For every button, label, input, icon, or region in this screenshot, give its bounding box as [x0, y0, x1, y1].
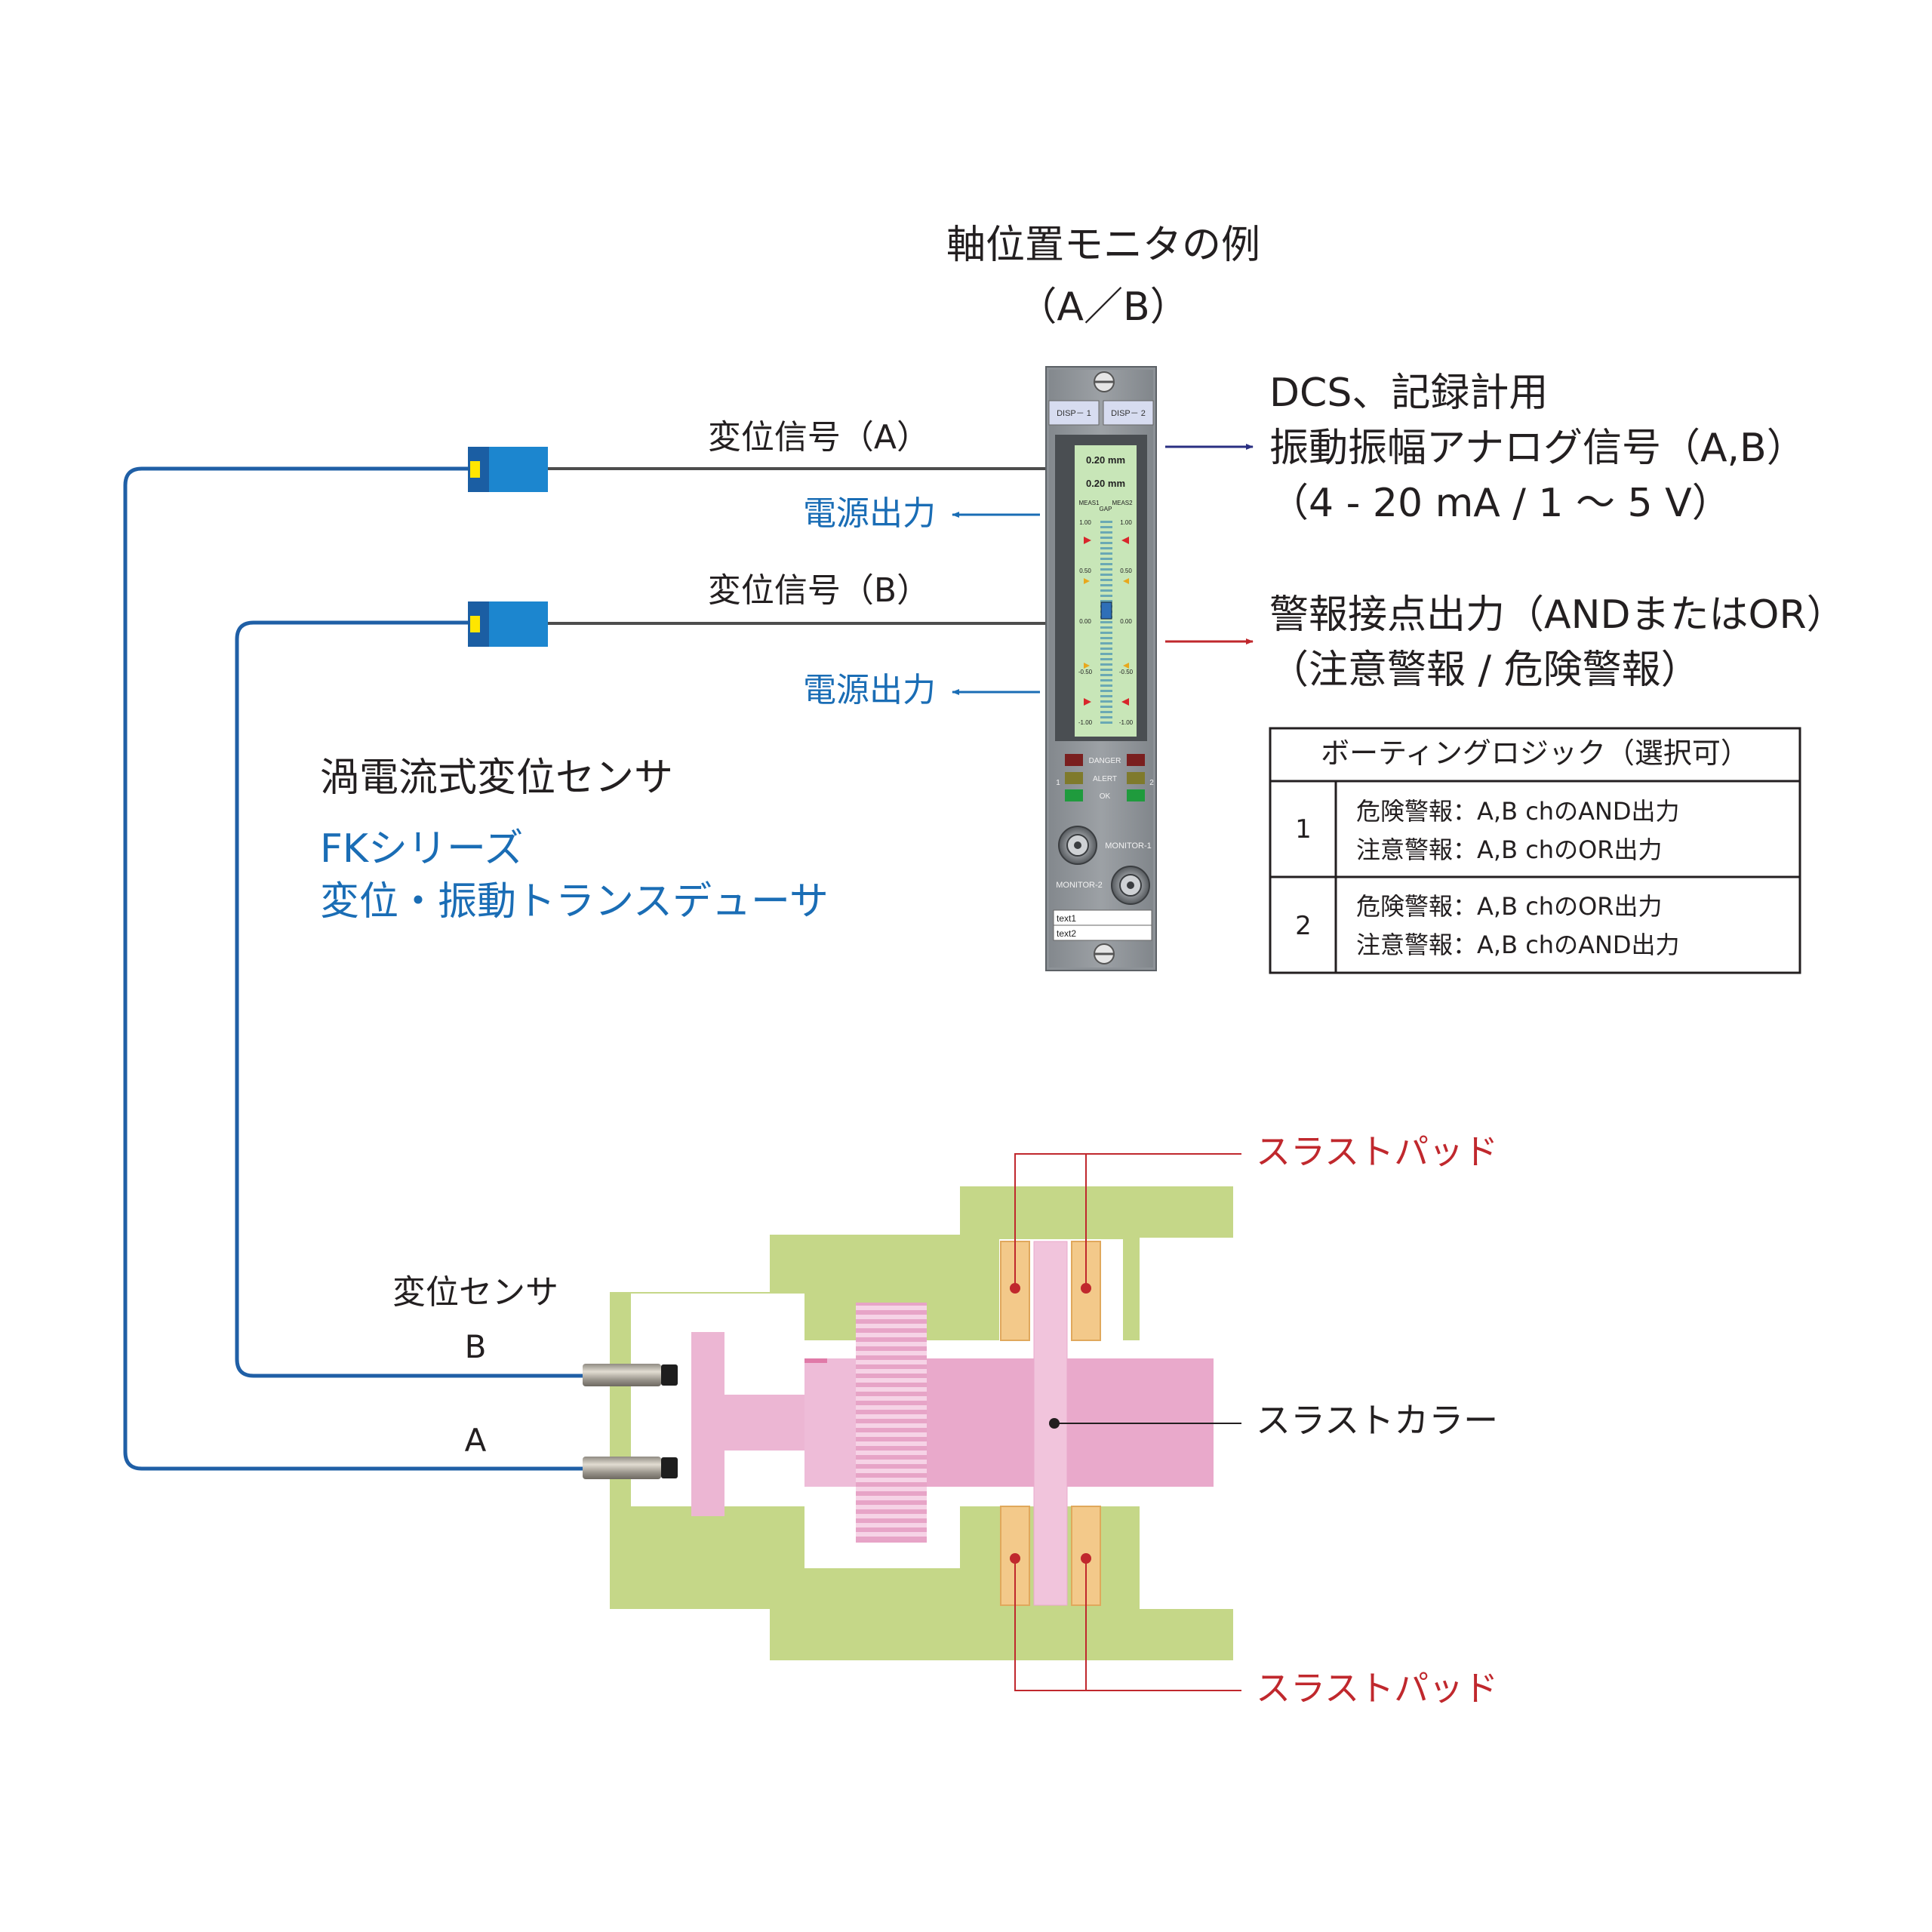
status-leds — [1065, 754, 1145, 801]
danger-setpoint-markers — [1084, 537, 1129, 706]
alarm-output-line1: 警報接点出力（ANDまたはOR） — [1269, 592, 1846, 638]
svg-text:1.00: 1.00 — [1079, 519, 1091, 526]
svg-text:-1.00: -1.00 — [1119, 719, 1134, 726]
svg-text:0.50: 0.50 — [1079, 568, 1091, 574]
lcd-scale-left: 1.00 0.50 0.00 -0.50 -1.00 — [1078, 519, 1093, 726]
analog-output-line3: （4 - 20 mA / 1 ～ 5 V） — [1269, 481, 1731, 526]
lcd-reading-1: 0.20 mm — [1086, 454, 1125, 466]
channel-1-label: 1 — [1056, 779, 1060, 787]
probe-b-label: B — [465, 1328, 487, 1365]
voting-row-1-num: 1 — [1295, 814, 1312, 844]
analog-output-line2: 振動振幅アナログ信号（A,B） — [1269, 426, 1806, 471]
channel-2-label: 2 — [1149, 779, 1154, 787]
tag-text-1: text1 — [1057, 913, 1076, 924]
power-label-b: 電源出力 — [803, 671, 936, 709]
signal-label-a: 変位信号（A） — [708, 418, 930, 457]
lcd-position-indicator — [1100, 601, 1112, 620]
monitor-1-label: MONITOR-1 — [1105, 841, 1152, 851]
disp-2-label: DISP－ 2 — [1111, 409, 1146, 418]
tag-text-2: text2 — [1057, 928, 1076, 939]
analog-output-line1: DCS、記録計用 — [1269, 371, 1548, 416]
alert-setpoint-markers — [1084, 578, 1129, 669]
svg-text:-0.50: -0.50 — [1119, 669, 1134, 675]
disp-1-label: DISP－ 1 — [1057, 409, 1091, 418]
svg-text:-0.50: -0.50 — [1078, 669, 1093, 675]
thrust-pad-dots — [1010, 1283, 1091, 1564]
monitor-module: DISP－ 1 DISP－ 2 0.20 mm 0.20 mm MEAS1 ME… — [1045, 366, 1157, 971]
probe-a-icon — [583, 1457, 678, 1479]
power-label-a: 電源出力 — [803, 494, 936, 533]
lcd-reading-2: 0.20 mm — [1086, 478, 1125, 489]
led-alert-label: ALERT — [1093, 775, 1117, 783]
cable-b — [235, 620, 583, 1378]
sensor-system-labels: 渦電流式変位センサ FKシリーズ 変位・振動トランスデューサ — [320, 755, 829, 924]
lcd-gap-label: GAP — [1100, 506, 1112, 512]
bnc-connector-2-icon[interactable] — [1111, 866, 1150, 905]
sensor-system-title: 渦電流式変位センサ — [320, 755, 673, 801]
thrust-collar-label: スラストカラー — [1256, 1400, 1498, 1441]
bnc-connector-1-icon[interactable] — [1058, 826, 1097, 865]
transducer-b — [468, 601, 548, 647]
svg-text:-1.00: -1.00 — [1078, 719, 1093, 726]
led-ok-label: OK — [1100, 792, 1111, 801]
gear-teeth — [856, 1303, 927, 1543]
probe-b-icon — [583, 1364, 678, 1386]
svg-text:0.00: 0.00 — [1079, 618, 1091, 625]
lcd-meas1-label: MEAS1 — [1078, 500, 1100, 506]
voting-row-1-line2: 注意警報：A,B chのOR出力 — [1356, 835, 1663, 864]
bottom-screw-icon — [1094, 943, 1115, 964]
sensor-series-subtitle: 変位・振動トランスデューサ — [320, 879, 829, 924]
disp-1-button[interactable] — [1048, 400, 1100, 426]
bearing-housing — [610, 1186, 1233, 1660]
lcd-scale-right: 1.00 0.50 0.00 -0.50 -1.00 — [1119, 519, 1134, 726]
svg-text:1.00: 1.00 — [1120, 519, 1132, 526]
sensor-cables — [123, 466, 583, 1471]
transducer-a — [468, 447, 548, 492]
signal-label-b: 変位信号（B） — [708, 571, 930, 610]
thrust-pad-leaders — [1014, 1153, 1241, 1691]
voting-logic-table: ボーティングロジック（選択可） 1 危険警報：A,B chのAND出力 注意警報… — [1269, 727, 1801, 974]
rotor-shaft — [691, 1241, 1214, 1606]
displacement-sensor-label: 変位センサ — [392, 1273, 558, 1312]
machine-cross-section — [583, 1153, 1241, 1691]
probe-a-label: A — [465, 1422, 487, 1459]
sensor-series-name: FKシリーズ — [320, 826, 523, 872]
alarm-output-line2: （注意警報 / 危険警報） — [1269, 648, 1700, 693]
analog-output-labels: DCS、記録計用 振動振幅アナログ信号（A,B） （4 - 20 mA / 1 … — [1269, 371, 1806, 526]
monitor-2-label: MONITOR-2 — [1056, 881, 1103, 890]
disp-2-button[interactable] — [1103, 400, 1154, 426]
diagram-title: 軸位置モニタの例 （A／B） — [946, 223, 1260, 330]
thrust-pad-label-top: スラストパッド — [1256, 1131, 1498, 1172]
top-screw-icon — [1094, 371, 1115, 392]
cable-a — [123, 466, 583, 1471]
voting-row-1-line1: 危険警報：A,B chのAND出力 — [1356, 797, 1680, 826]
title-line2: （A／B） — [1017, 285, 1189, 330]
thrust-collar-dot — [1049, 1418, 1060, 1429]
svg-text:0.50: 0.50 — [1120, 568, 1132, 574]
thrust-pad-label-bottom: スラストパッド — [1256, 1668, 1498, 1709]
voting-row-2-line2: 注意警報：A,B chのAND出力 — [1356, 931, 1680, 959]
lcd-meas2-label: MEAS2 — [1112, 500, 1133, 506]
voting-row-2-line1: 危険警報：A,B chのOR出力 — [1356, 892, 1663, 921]
voting-table-header: ボーティングロジック（選択可） — [1321, 737, 1749, 770]
voting-row-2-num: 2 — [1295, 911, 1312, 941]
svg-text:0.00: 0.00 — [1120, 618, 1132, 625]
led-danger-label: DANGER — [1089, 757, 1121, 765]
title-line1: 軸位置モニタの例 — [946, 223, 1260, 268]
lcd-bargraph — [1100, 521, 1112, 724]
alarm-output-labels: 警報接点出力（ANDまたはOR） （注意警報 / 危険警報） — [1269, 592, 1846, 693]
